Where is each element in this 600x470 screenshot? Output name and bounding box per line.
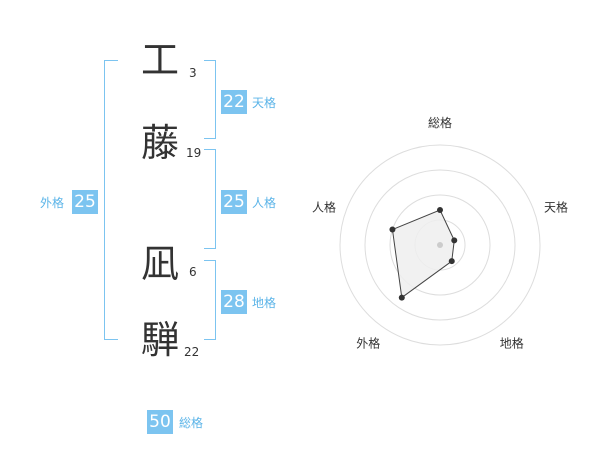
stroke-count-4: 22 xyxy=(184,345,200,359)
radar-ring-3 xyxy=(364,169,516,321)
chikaku-value: 28 xyxy=(221,290,247,314)
stroke-count-2: 19 xyxy=(186,146,202,160)
radar-point-3 xyxy=(398,294,405,301)
radar-point-2 xyxy=(448,258,455,265)
soukaku-value: 50 xyxy=(147,410,173,434)
gaikaku-value: 25 xyxy=(72,190,98,214)
radar-points xyxy=(389,207,458,301)
tenkaku-label: 天格 xyxy=(252,96,277,110)
character-1: 工 xyxy=(140,38,179,82)
soukaku-label: 総格 xyxy=(179,416,204,430)
character-2: 藤 xyxy=(140,121,179,165)
stroke-count-3: 6 xyxy=(189,265,197,279)
jinkaku-bracket xyxy=(204,149,216,249)
radar-ring-2 xyxy=(389,194,491,296)
chikaku-label: 地格 xyxy=(252,296,277,310)
radar-ring-4 xyxy=(339,144,541,346)
jinkaku-label: 人格 xyxy=(252,196,277,210)
tenkaku-value: 22 xyxy=(221,90,247,114)
radar-axis-label-4: 人格 xyxy=(312,199,336,214)
character-3: 凪 xyxy=(140,242,179,286)
character-4: 騨 xyxy=(140,318,179,362)
stroke-count-1: 3 xyxy=(189,66,197,80)
radar-axis-label-0: 総格 xyxy=(428,115,452,130)
chikaku-bracket xyxy=(204,260,216,340)
radar-rings xyxy=(339,144,541,346)
gaikaku-label: 外格 xyxy=(40,196,65,210)
radar-axis-label-3: 外格 xyxy=(356,336,380,351)
tenkaku-bracket xyxy=(204,60,216,139)
radar-area xyxy=(391,209,455,299)
radar-axis-label-2: 地格 xyxy=(500,336,524,351)
radar-point-1 xyxy=(451,237,458,244)
gaikaku-bracket xyxy=(104,60,118,340)
radar-center-dot xyxy=(437,242,443,248)
radar-point-0 xyxy=(437,207,443,213)
radar-point-4 xyxy=(389,226,396,233)
jinkaku-value: 25 xyxy=(221,190,247,214)
radar-axis-label-1: 天格 xyxy=(544,199,568,214)
